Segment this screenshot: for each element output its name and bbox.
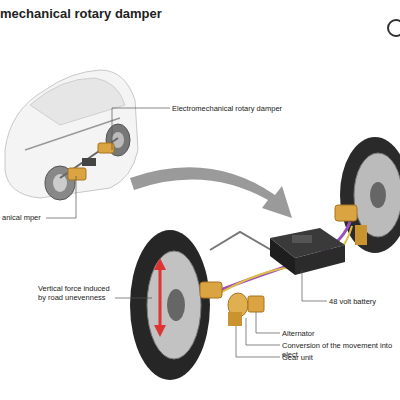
diagram-title: mechanical rotary damper <box>0 6 162 21</box>
zoom-arrow <box>130 167 292 218</box>
car-body <box>5 70 138 200</box>
part-label: 48 volt battery <box>329 297 399 306</box>
right-wheel <box>335 137 400 253</box>
wire <box>215 222 350 292</box>
leader-line <box>236 326 280 357</box>
battery <box>270 228 345 275</box>
leader-line <box>246 318 280 345</box>
part-label: Alternator <box>282 329 399 338</box>
part-label: Gear unit <box>282 353 399 362</box>
part-label: anical mper <box>2 213 42 222</box>
leader-line <box>115 298 152 299</box>
leader-line <box>112 108 170 150</box>
leader-line <box>256 312 280 333</box>
leader-line <box>46 176 76 218</box>
left-wheel <box>130 230 210 380</box>
part-label: Vertical force induced by road unevennes… <box>38 284 114 302</box>
leader-line <box>302 270 327 301</box>
logo-ring <box>388 20 400 36</box>
part-label: Electromechanical rotary damper <box>172 104 312 113</box>
rotary-damper <box>200 282 264 326</box>
wire <box>215 226 352 296</box>
